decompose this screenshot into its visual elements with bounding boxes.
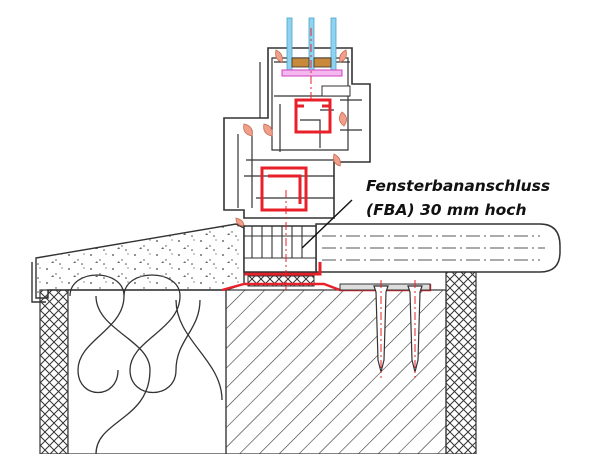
external-sill — [31, 223, 245, 303]
sill-drip-edge — [31, 262, 46, 303]
annotation-leader-line — [301, 199, 353, 249]
seals — [235, 49, 347, 227]
inner-plaster-right — [445, 271, 477, 454]
glass-pane-1 — [286, 17, 293, 71]
glazing-gasket — [281, 69, 343, 77]
triple-glazing — [281, 17, 343, 77]
fixing-screws — [373, 280, 423, 378]
seal-sash-outer — [243, 123, 253, 137]
fba-profile-body — [243, 225, 317, 273]
fba-profile-chambers — [244, 226, 316, 259]
seal-sash-mid — [263, 123, 273, 137]
seal-glass-right — [339, 49, 347, 63]
glazing-bead — [321, 85, 351, 97]
seal-frame-lower — [333, 153, 341, 167]
annotation-line-1: Fensterbananschluss — [366, 177, 550, 195]
seal-frame-inner — [339, 111, 347, 127]
annotation-line-2: (FBA) 30 mm hoch — [366, 201, 527, 219]
fba-compriband — [247, 275, 315, 287]
glass-pane-3 — [330, 17, 337, 71]
reinforcement-frame — [260, 166, 308, 212]
fba-connection-profile — [243, 225, 317, 287]
seal-glass-left — [275, 49, 283, 63]
reinforcement-sash — [294, 98, 332, 134]
sill-body — [35, 223, 245, 299]
spacer-right — [313, 57, 332, 68]
internal-window-board — [315, 223, 561, 273]
insulation-loops — [69, 274, 223, 454]
spacer-left — [291, 57, 310, 68]
wall-assembly — [39, 271, 477, 454]
insulation-layer — [67, 289, 227, 454]
masonry-wall — [225, 289, 447, 454]
outer-plaster-left — [39, 289, 69, 454]
